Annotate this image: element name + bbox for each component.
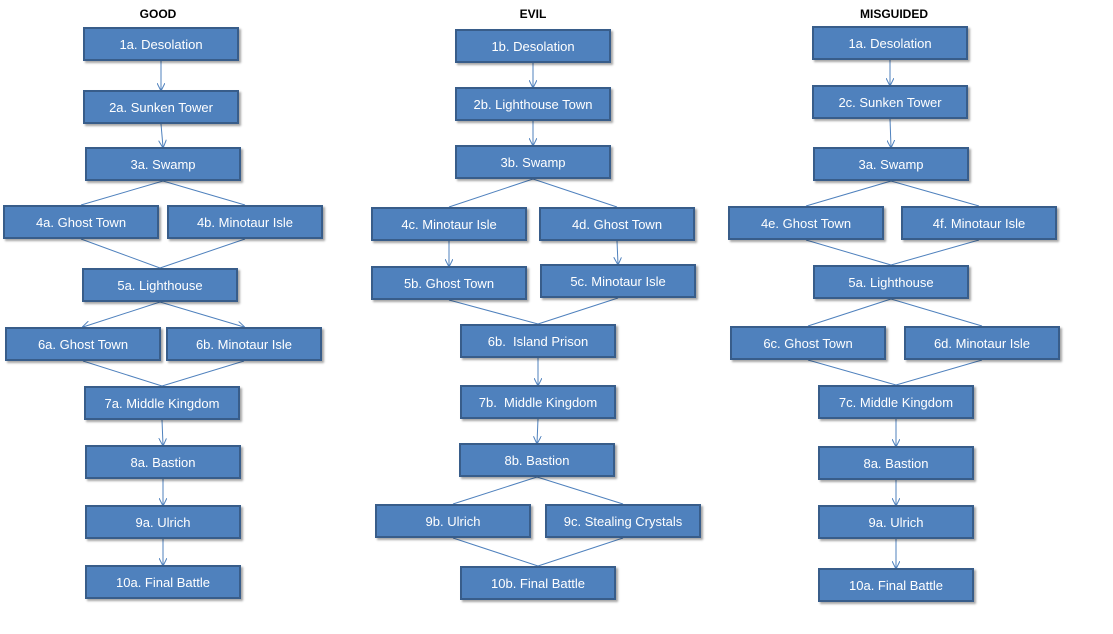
misguided-node-step-8[interactable]: 8a. Bastion <box>818 446 974 480</box>
good-node-step-2[interactable]: 2a. Sunken Tower <box>83 90 239 124</box>
good-node-step-6r[interactable]: 6b. Minotaur Isle <box>166 327 322 361</box>
evil-node-step-3[interactable]: 3b. Swamp <box>455 145 611 179</box>
evil-node-step-1[interactable]: 1b. Desolation <box>455 29 611 63</box>
good-connector-n3-to-n4l <box>80 180 164 206</box>
evil-node-step-4l[interactable]: 4c. Minotaur Isle <box>371 207 527 241</box>
good-node-step-10[interactable]: 10a. Final Battle <box>85 565 241 599</box>
good-node-step-7[interactable]: 7a. Middle Kingdom <box>84 386 240 420</box>
evil-node-step-5l[interactable]: 5b. Ghost Town <box>371 266 527 300</box>
good-connector-n5-to-n6r <box>159 301 244 327</box>
evil-node-step-2[interactable]: 2b. Lighthouse Town <box>455 87 611 121</box>
misguided-node-step-1[interactable]: 1a. Desolation <box>812 26 968 60</box>
misguided-node-step-4r[interactable]: 4f. Minotaur Isle <box>901 206 1057 240</box>
misguided-connector-n3-to-n4l <box>805 180 892 207</box>
evil-connector-n4r-to-n5r <box>617 240 618 264</box>
good-connector-n7-to-n8 <box>162 419 163 445</box>
evil-node-step-10[interactable]: 10b. Final Battle <box>460 566 616 600</box>
misguided-connector-n3-to-n4r <box>890 180 980 207</box>
evil-connector-n9r-to-n10 <box>537 537 624 567</box>
evil-connector-n8-to-n9r <box>536 476 624 505</box>
evil-node-step-5r[interactable]: 5c. Minotaur Isle <box>540 264 696 298</box>
good-connector-n2-to-n3 <box>161 123 163 147</box>
column-title-evil: EVIL <box>519 7 547 21</box>
misguided-node-step-10[interactable]: 10a. Final Battle <box>818 568 974 602</box>
good-connector-n4l-to-n5 <box>80 238 161 269</box>
evil-connector-n3-to-n4l <box>448 178 534 208</box>
good-connector-n4r-to-n5 <box>159 238 246 269</box>
misguided-node-step-2[interactable]: 2c. Sunken Tower <box>812 85 968 119</box>
misguided-node-step-7[interactable]: 7c. Middle Kingdom <box>818 385 974 419</box>
good-connector-n5-to-n6l <box>83 301 161 327</box>
misguided-node-step-6l[interactable]: 6c. Ghost Town <box>730 326 886 360</box>
misguided-node-step-9[interactable]: 9a. Ulrich <box>818 505 974 539</box>
evil-node-step-6[interactable]: 6b. Island Prison <box>460 324 616 358</box>
good-node-step-9[interactable]: 9a. Ulrich <box>85 505 241 539</box>
good-node-step-4l[interactable]: 4a. Ghost Town <box>3 205 159 239</box>
good-node-step-5[interactable]: 5a. Lighthouse <box>82 268 238 302</box>
evil-connector-n3-to-n4r <box>532 178 618 208</box>
misguided-node-step-3[interactable]: 3a. Swamp <box>813 147 969 181</box>
good-node-step-1[interactable]: 1a. Desolation <box>83 27 239 61</box>
good-connector-n6r-to-n7 <box>161 360 245 387</box>
column-title-misguided: MISGUIDED <box>859 7 928 21</box>
misguided-node-step-5[interactable]: 5a. Lighthouse <box>813 265 969 299</box>
good-node-step-4r[interactable]: 4b. Minotaur Isle <box>167 205 323 239</box>
misguided-connector-n5-to-n6l <box>807 298 892 327</box>
evil-node-step-7[interactable]: 7b. Middle Kingdom <box>460 385 616 419</box>
misguided-connector-n4r-to-n5 <box>890 239 980 266</box>
good-node-step-3[interactable]: 3a. Swamp <box>85 147 241 181</box>
evil-connector-n8-to-n9l <box>452 476 538 505</box>
misguided-node-step-4l[interactable]: 4e. Ghost Town <box>728 206 884 240</box>
misguided-connector-n6r-to-n7 <box>895 359 983 386</box>
good-node-step-6l[interactable]: 6a. Ghost Town <box>5 327 161 361</box>
evil-node-step-8[interactable]: 8b. Bastion <box>459 443 615 477</box>
evil-connector-n9l-to-n10 <box>452 537 539 567</box>
misguided-connector-n5-to-n6r <box>890 298 983 327</box>
evil-node-step-9l[interactable]: 9b. Ulrich <box>375 504 531 538</box>
evil-connector-n5r-to-n6 <box>537 297 619 325</box>
misguided-connector-n2-to-n3 <box>890 118 891 147</box>
column-title-good: GOOD <box>139 7 177 21</box>
evil-connector-n7-to-n8 <box>537 418 538 443</box>
good-connector-n3-to-n4r <box>162 180 246 206</box>
evil-connector-n5l-to-n6 <box>448 299 539 325</box>
good-connector-n6l-to-n7 <box>82 360 163 387</box>
evil-node-step-9r[interactable]: 9c. Stealing Crystals <box>545 504 701 538</box>
misguided-connector-n6l-to-n7 <box>807 359 897 386</box>
evil-node-step-4r[interactable]: 4d. Ghost Town <box>539 207 695 241</box>
misguided-node-step-6r[interactable]: 6d. Minotaur Isle <box>904 326 1060 360</box>
misguided-connector-n4l-to-n5 <box>805 239 892 266</box>
good-node-step-8[interactable]: 8a. Bastion <box>85 445 241 479</box>
